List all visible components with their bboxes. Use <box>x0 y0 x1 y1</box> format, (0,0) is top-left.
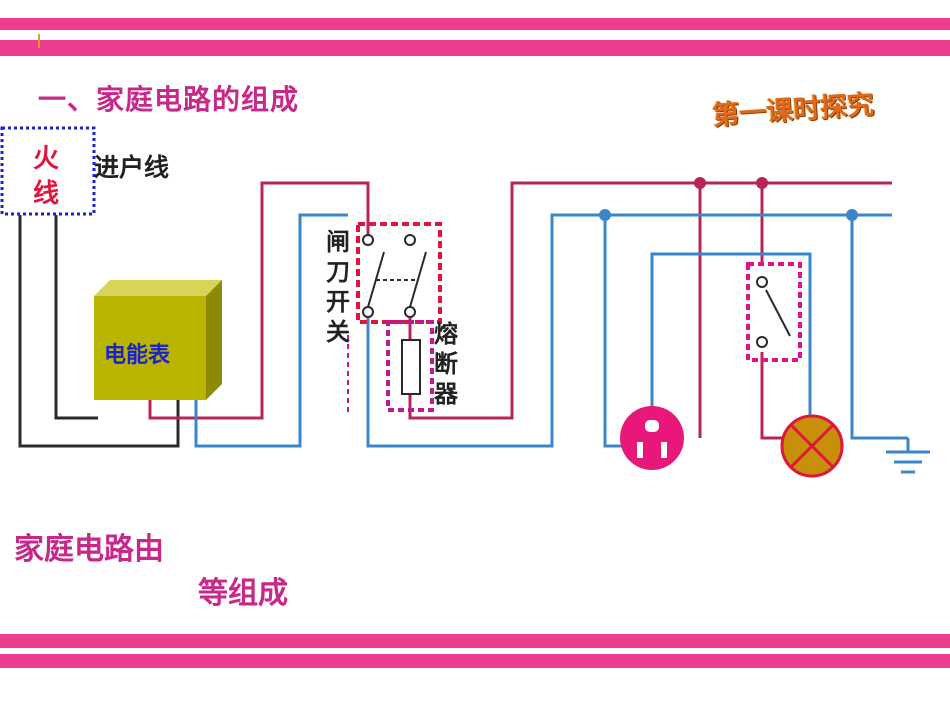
meter-label: 电能表 <box>104 342 171 368</box>
knife-switch-label-3: 开 <box>326 288 350 316</box>
neutral-wires <box>194 213 908 448</box>
bottom-band-2 <box>0 654 950 668</box>
neutral-junction-dot <box>846 209 858 221</box>
bulb-icon <box>780 414 844 478</box>
fuse-label-2: 断 <box>434 350 458 378</box>
knife-switch-label-2: 刀 <box>326 258 350 286</box>
top-band-1 <box>0 18 950 30</box>
page-title: 一、家庭电路的组成 <box>38 83 300 116</box>
fuse-symbol <box>401 339 421 395</box>
knife-switch-symbol <box>362 234 427 318</box>
lamp-switch-highlight <box>746 262 802 362</box>
knife-switch-label-1: 闸 <box>326 228 350 256</box>
live-wire-highlight <box>0 126 96 216</box>
bottom-band-1 <box>0 634 950 648</box>
live-wires <box>148 181 892 440</box>
fuse-highlight <box>386 320 434 412</box>
live-wire-label-line1: 火 <box>33 144 59 174</box>
knife-switch-label-4: 关 <box>326 318 350 346</box>
ground-symbol <box>886 438 930 474</box>
fuse-label-1: 熔 <box>434 320 459 348</box>
live-junction-dot <box>694 177 706 189</box>
live-wire-label-line2: 线 <box>33 179 59 209</box>
lamp-switch-symbol <box>756 276 791 348</box>
service-line-label: 进户线 <box>94 153 169 182</box>
service-wires <box>18 215 180 448</box>
live-junction-dot <box>756 177 768 189</box>
band-accent-mark <box>38 34 40 48</box>
top-band-2 <box>0 40 950 56</box>
socket-icon <box>620 406 684 470</box>
fuse-label-3: 器 <box>433 380 459 408</box>
neutral-junction-dot <box>599 209 611 221</box>
caption-line-2: 等组成 <box>198 576 288 611</box>
caption-line-1: 家庭电路由 <box>14 532 164 567</box>
energy-meter-box <box>94 280 222 400</box>
